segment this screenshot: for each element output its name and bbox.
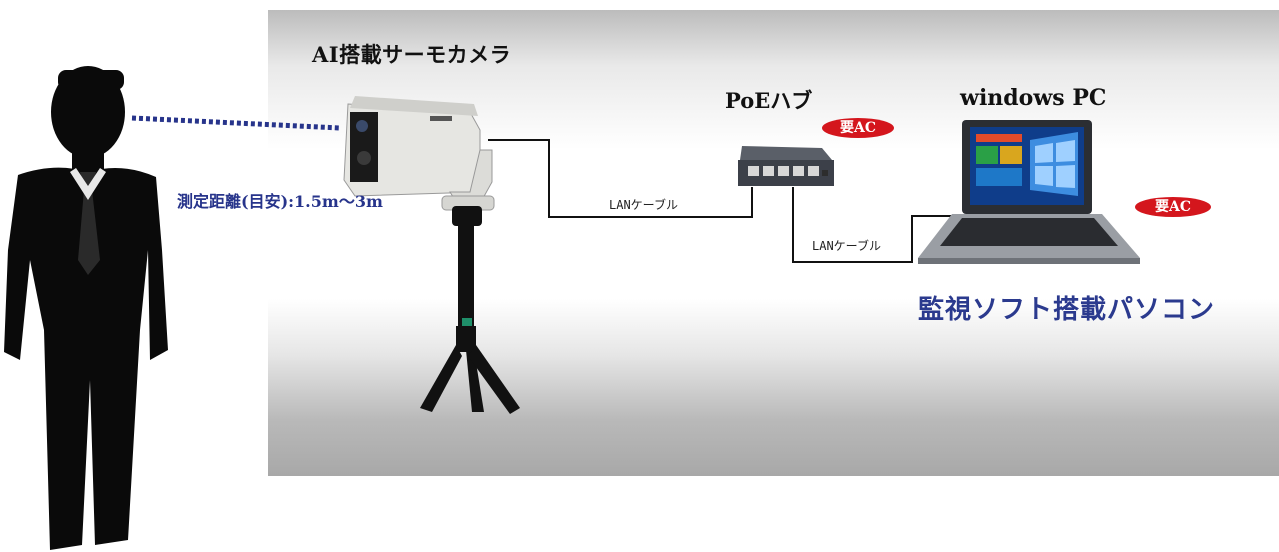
software-label: 監視ソフト搭載パソコン: [918, 295, 1216, 325]
tripod-icon: [420, 206, 520, 414]
lan-cable-label-1: LANケーブル: [609, 198, 678, 212]
lan-cable-camera-hub: [488, 139, 753, 218]
laptop-icon: [918, 120, 1140, 264]
distance-label: 測定距離(目安):1.5m〜3m: [177, 192, 383, 211]
camera-title: AI搭載サーモカメラ: [312, 42, 512, 67]
lan-cable-hub-pc: [792, 187, 962, 263]
lan-cable-label-2: LANケーブル: [812, 239, 881, 253]
hub-ac-badge: 要AC: [822, 118, 894, 138]
hub-title: PoEハブ: [725, 88, 813, 113]
pc-title: windows PC: [960, 85, 1107, 111]
thermal-camera-icon: [343, 96, 495, 211]
poe-hub-icon: [738, 146, 834, 186]
person-silhouette-icon: [4, 66, 168, 551]
pc-ac-badge: 要AC: [1135, 197, 1211, 217]
measurement-beam: [131, 115, 341, 131]
